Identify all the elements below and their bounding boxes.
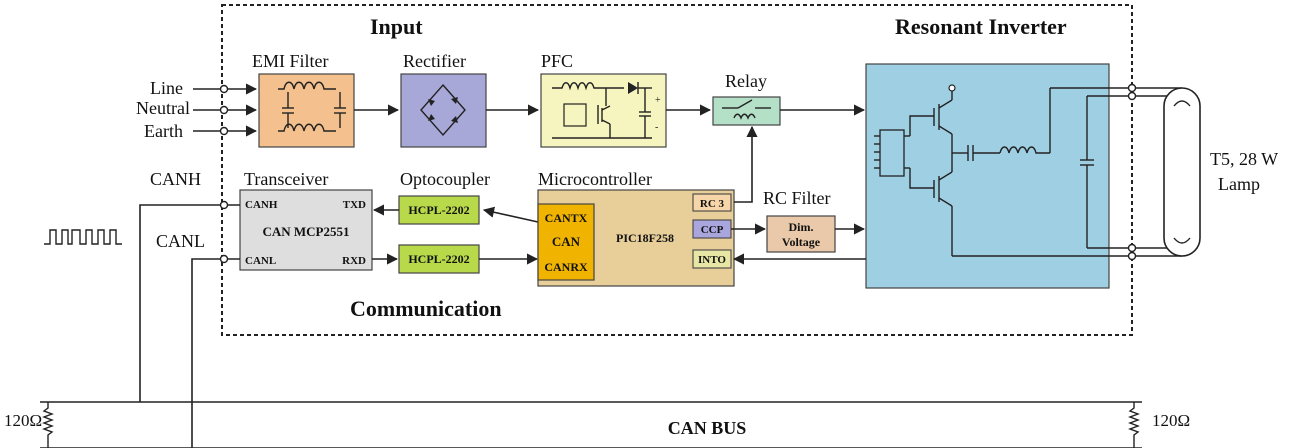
- rc-filter-label: RC Filter: [763, 188, 831, 208]
- can-signal-waveform: [44, 229, 122, 245]
- transceiver-txd-pin: TXD: [343, 199, 366, 211]
- optocoupler-tx-block: [398, 195, 480, 225]
- optocoupler-rx-label: HCPL-2202: [408, 252, 469, 266]
- optocoupler-label: Optocoupler: [400, 169, 490, 189]
- neutral-label: Neutral: [136, 98, 190, 118]
- can-bus-label: CAN BUS: [668, 418, 747, 438]
- resonant-inverter-block: [865, 63, 1132, 289]
- transceiver-label: Transceiver: [244, 169, 328, 189]
- svg-text:-: -: [655, 122, 658, 133]
- lamp-label-line1: T5, 28 W: [1210, 149, 1278, 169]
- transceiver-canh-pin: CANH: [245, 199, 278, 211]
- int0-pin-block: [692, 249, 732, 269]
- relay-block: [712, 96, 781, 126]
- section-communication-title: Communication: [350, 296, 502, 321]
- dim-voltage-block: [766, 215, 836, 253]
- right-terminator-label: 120Ω: [1152, 411, 1190, 430]
- int0-pin-label: INTO: [698, 254, 726, 266]
- can-tx-pin: CANTX: [545, 211, 588, 225]
- rectifier-label: Rectifier: [403, 51, 466, 71]
- lamp-symbol: [1127, 83, 1201, 261]
- transceiver-block: [239, 189, 373, 271]
- emi-filter-block: [258, 73, 355, 148]
- left-terminator-label: 120Ω: [4, 411, 42, 430]
- earth-label: Earth: [144, 121, 183, 141]
- mains-input-wires: [193, 83, 258, 137]
- canl-label: CANL: [156, 231, 205, 251]
- can-bus-wires: [139, 200, 240, 448]
- dim-voltage-label-1: Dim.: [789, 220, 814, 234]
- dim-voltage-label-2: Voltage: [782, 235, 821, 249]
- canh-label: CANH: [150, 169, 201, 189]
- system-boundary: [221, 4, 1133, 336]
- transceiver-canl-pin: CANL: [245, 255, 276, 267]
- relay-label: Relay: [725, 71, 767, 91]
- microcontroller-label: Microcontroller: [538, 169, 652, 189]
- pfc-block: + -: [540, 73, 667, 148]
- can-module-label: CAN: [552, 234, 581, 249]
- emi-filter-label: EMI Filter: [252, 51, 329, 71]
- line-label: Line: [150, 78, 183, 98]
- optocoupler-tx-label: HCPL-2202: [408, 203, 469, 217]
- can-rx-pin: CANRX: [544, 260, 588, 274]
- lamp-label-line2: Lamp: [1218, 174, 1260, 194]
- mcu-part-label: PIC18F258: [616, 231, 674, 245]
- communication-wires: [372, 204, 539, 265]
- can-bus: [40, 401, 1142, 448]
- rc3-pin-block: [692, 193, 732, 212]
- rectifier-block: [400, 73, 487, 148]
- transceiver-rxd-pin: RXD: [342, 255, 366, 267]
- transceiver-part-label: CAN MCP2551: [262, 224, 349, 239]
- ccp-pin-label: CCP: [701, 224, 724, 236]
- can-module-block: [537, 203, 595, 281]
- section-resonant-inverter-title: Resonant Inverter: [895, 14, 1067, 39]
- pfc-label: PFC: [541, 51, 573, 71]
- rc3-to-relay-wire: [734, 125, 758, 203]
- svg-text:+: +: [655, 95, 661, 106]
- rc3-pin-label: RC 3: [700, 198, 725, 210]
- section-input-title: Input: [370, 14, 423, 39]
